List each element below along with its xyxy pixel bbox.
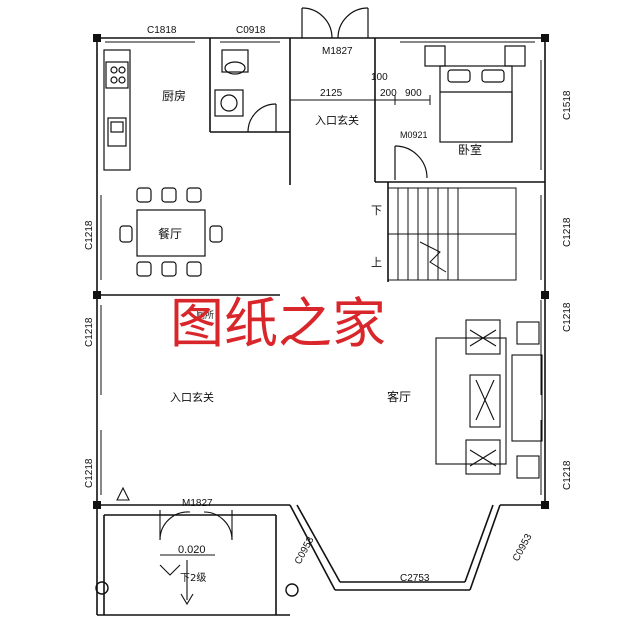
dimension-100: 100	[371, 72, 388, 83]
window-tag-top-mid: C0918	[236, 25, 266, 36]
porch-steps-label: 下2级	[180, 572, 206, 584]
room-label-entrance-main: 入口玄关	[170, 390, 214, 404]
main-door	[159, 510, 233, 541]
watermark-text: 图纸之家	[170, 292, 386, 355]
porch-markers	[116, 486, 215, 606]
dimension-900: 900	[405, 88, 422, 99]
porch-level-label: 0.020	[178, 544, 206, 556]
window-tag-left-3: C1218	[84, 458, 95, 488]
room-label-entrance-top: 入口玄关	[315, 113, 359, 127]
bathroom-fixtures	[214, 49, 277, 133]
stairs-up-label: 上	[371, 256, 382, 269]
window-tag-top-left: C1818	[147, 25, 177, 36]
door-tag-front: M1827	[322, 46, 353, 57]
front-door	[301, 7, 369, 39]
dimension-line	[289, 95, 431, 105]
porch-column-left	[95, 581, 109, 595]
stairs-down-label: 下	[371, 204, 382, 217]
kitchen-counter	[103, 49, 131, 171]
room-label-kitchen: 厨房	[162, 88, 186, 103]
window-tag-right-2: C1218	[562, 217, 573, 247]
room-label-living: 客厅	[387, 389, 411, 404]
dimension-2125: 2125	[320, 88, 343, 99]
bedroom-door	[394, 145, 428, 180]
window-tag-bay-bottom: C2753	[400, 573, 430, 584]
window-tag-bay-right: C0953	[511, 532, 535, 564]
columns	[93, 34, 549, 509]
porch-column-right	[285, 583, 299, 597]
window-tag-right-3: C1218	[562, 302, 573, 332]
room-label-bedroom: 卧室	[458, 142, 482, 157]
windows	[100, 41, 542, 495]
bed	[424, 45, 526, 143]
room-label-small-tag: 厕所	[196, 310, 214, 321]
room-label-dining: 餐厅	[158, 226, 182, 241]
window-tag-left-2: C1218	[84, 317, 95, 347]
window-tag-bay-left: C0953	[293, 535, 317, 567]
sofa-set	[435, 319, 543, 479]
window-tag-right-4: C1218	[562, 460, 573, 490]
window-tag-right-top: C1518	[562, 90, 573, 120]
dining-table	[119, 187, 223, 277]
door-tag-main: M1827	[182, 498, 213, 509]
staircase	[387, 187, 517, 281]
door-tag-bedroom: M0921	[400, 130, 428, 140]
window-tag-left-1: C1218	[84, 220, 95, 250]
dimension-200: 200	[380, 88, 397, 99]
